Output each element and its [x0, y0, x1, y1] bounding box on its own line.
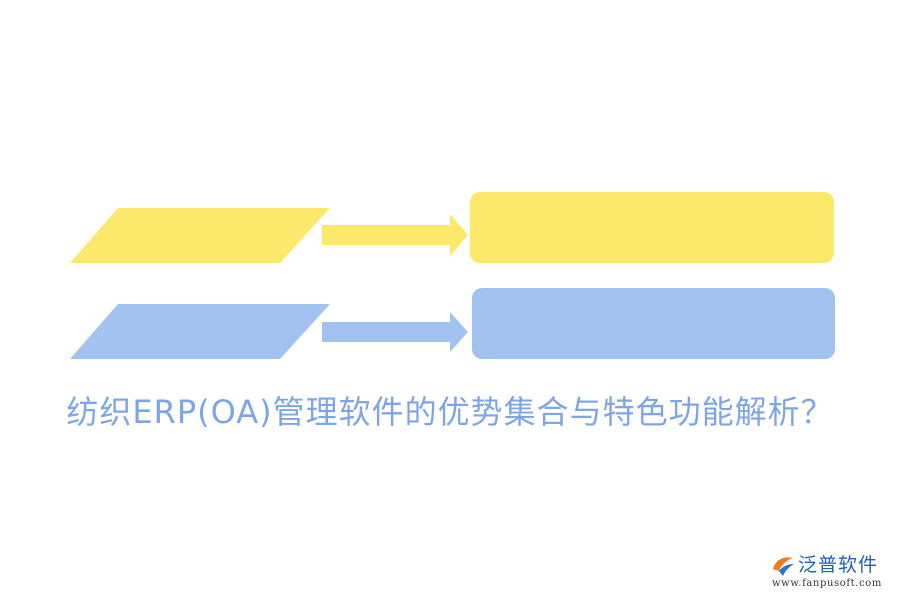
- blue-arrow: [322, 312, 468, 352]
- blue-parallelogram: [70, 304, 330, 359]
- yellow-arrow: [322, 214, 468, 256]
- brand-url: www.fanpusoft.com: [772, 578, 882, 589]
- blue-box: [472, 288, 835, 359]
- brand-logo: 泛普软件 www.fanpusoft.com: [770, 552, 895, 592]
- brand-logo-icon: [773, 557, 794, 576]
- page-title: 纺织ERP(OA)管理软件的优势集合与特色功能解析？: [66, 393, 834, 431]
- yellow-box: [470, 192, 834, 263]
- yellow-parallelogram: [70, 208, 330, 263]
- brand-name: 泛普软件: [798, 554, 879, 576]
